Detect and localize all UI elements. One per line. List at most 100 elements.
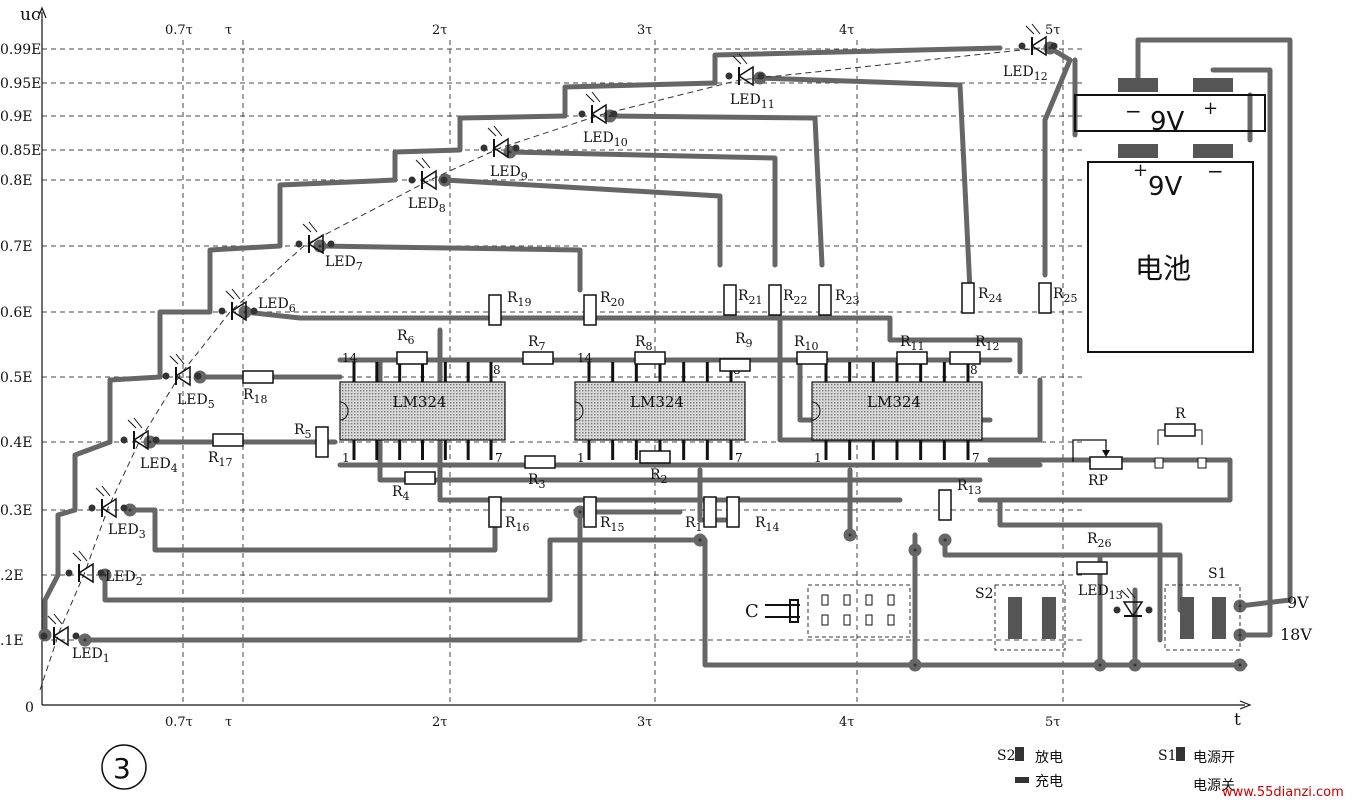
resistor-r20: R20 [583,290,625,326]
pin-8-label: 8 [493,363,501,377]
chip-label: LM324 [630,393,684,411]
x-axis-label: t [1234,710,1241,730]
resistor-label: R19 [507,290,532,309]
resistor-label: R20 [600,290,625,309]
resistor-r9: R9 [719,331,753,372]
x-tick-label-bottom: 0.7τ [165,715,193,730]
led-8: LED8 [408,157,448,215]
pin-14-label: 14 [342,351,358,365]
led-11: LED11 [725,53,775,111]
resistor-label: R8 [635,334,653,353]
resistor-r11: R11 [896,334,928,365]
resistor-r13: R13 [938,478,982,521]
led-label: LED10 [583,130,628,149]
resistor-r24: R24 [961,282,1003,314]
led-label: LED6 [258,296,296,315]
battery-top-minus: − [1125,99,1142,123]
led-6: LED6 [218,288,296,322]
resistor-label: R1 [685,515,703,534]
y-tick-labels: .1E.2E0.3E0.4E0.5E0.6E0.7E0.8E0.85E0.9E0… [0,42,41,649]
resistor-label: R4 [392,484,410,503]
battery-top-voltage: 9V [1150,107,1185,137]
y-tick-label: 0.5E [0,370,32,386]
resistor-r4: R4 [392,471,436,503]
resistor-label: R [1175,406,1186,422]
led-2: LED2 [65,550,143,588]
figure-number: 3 [113,752,131,785]
led-label: LED8 [408,196,446,215]
x-tick-label-bottom: τ [225,715,232,730]
potentiometer-label: RP [1088,473,1108,489]
legend-s1-on: 电源开 [1193,750,1235,766]
pin-1-label: 1 [577,451,585,465]
x-tick-label-top: 3τ [637,23,652,38]
led-threshold-curve [39,47,1041,691]
battery-pack: 9V 9V 电池 − + + − [1074,78,1266,353]
resistor-r2: R2 [639,450,671,486]
battery-top-plus: + [1203,98,1218,119]
components: LED1LED2LED3LED4LED5LED6LED7LED8LED9LED1… [40,23,1207,665]
pin-7-label: 7 [495,451,503,465]
resistor-r3: R3 [524,455,556,491]
switch-s2[interactable]: S2 [975,584,1066,651]
legend-s1-prefix: S1 [1158,748,1177,764]
led-label: LED1 [72,646,110,665]
watermark: www.55dianzi.com [1222,785,1344,800]
legend-s1-off: 电源关 [1193,778,1235,794]
led-12: LED12 [1003,23,1058,83]
switch-s1[interactable]: S1 [1164,566,1241,651]
led-label: LED4 [140,456,178,475]
led-label: LED13 [1078,583,1123,602]
pin-8-label: 8 [970,363,978,377]
resistor-label: R22 [783,288,808,307]
x-tick-label-bottom: 5τ [1045,715,1060,730]
resistor-r14: R14 [726,496,780,534]
led-5: LED5 [162,353,215,411]
resistor-label: R6 [397,328,415,347]
resistor-r8: R8 [634,334,666,365]
y-tick-label: 0.4E [0,435,32,451]
x-tick-label-top: 0.7τ [165,23,193,38]
resistor-label: R15 [600,515,625,534]
switch-s2-label: S2 [975,586,994,602]
led-label: LED5 [177,392,215,411]
resistor-r5: R5 [294,422,329,458]
led-1: LED1 [40,613,110,665]
y-tick-label: 0.6E [0,305,32,321]
resistor-r: R [1164,406,1196,437]
led-label: LED3 [108,522,146,541]
resistor-label: R14 [755,515,780,534]
pin-1-label: 1 [342,451,350,465]
resistor-r10: R10 [794,334,828,365]
pin-1-label: 1 [814,451,822,465]
resistor-r23: R23 [818,284,860,316]
pin-7-label: 7 [972,451,980,465]
figure-number-circle [101,744,147,790]
battery-bottom-voltage: 9V [1148,172,1183,202]
y-tick-label: 0.99E [0,42,41,58]
battery-bottom-plus: + [1133,160,1148,181]
lm324-chips: LM32414817LM32414817LM32414817 [339,351,983,465]
x-tick-label-top: 5τ [1045,23,1060,38]
capacitor-cells [821,594,895,626]
origin-label: 0 [25,700,34,716]
potentiometer-rp[interactable]: RP [1072,429,1207,489]
led-10: LED10 [578,91,628,149]
resistor-r15: R15 [583,496,625,534]
led-label: LED7 [325,254,363,273]
y-tick-label: 0.8E [0,173,32,189]
y-tick-label: 0.95E [0,76,41,92]
chip-label: LM324 [867,393,921,411]
led-13: LED13 [1078,583,1153,618]
y-axis-label: uc [20,5,40,25]
resistor-r7: R7 [522,334,554,365]
resistor-label: R12 [975,334,1000,353]
resistor-r6: R6 [396,328,428,365]
x-tick-label-top: τ [225,23,232,38]
resistor-r22: R22 [768,284,808,316]
resistor-label: R21 [738,288,763,307]
